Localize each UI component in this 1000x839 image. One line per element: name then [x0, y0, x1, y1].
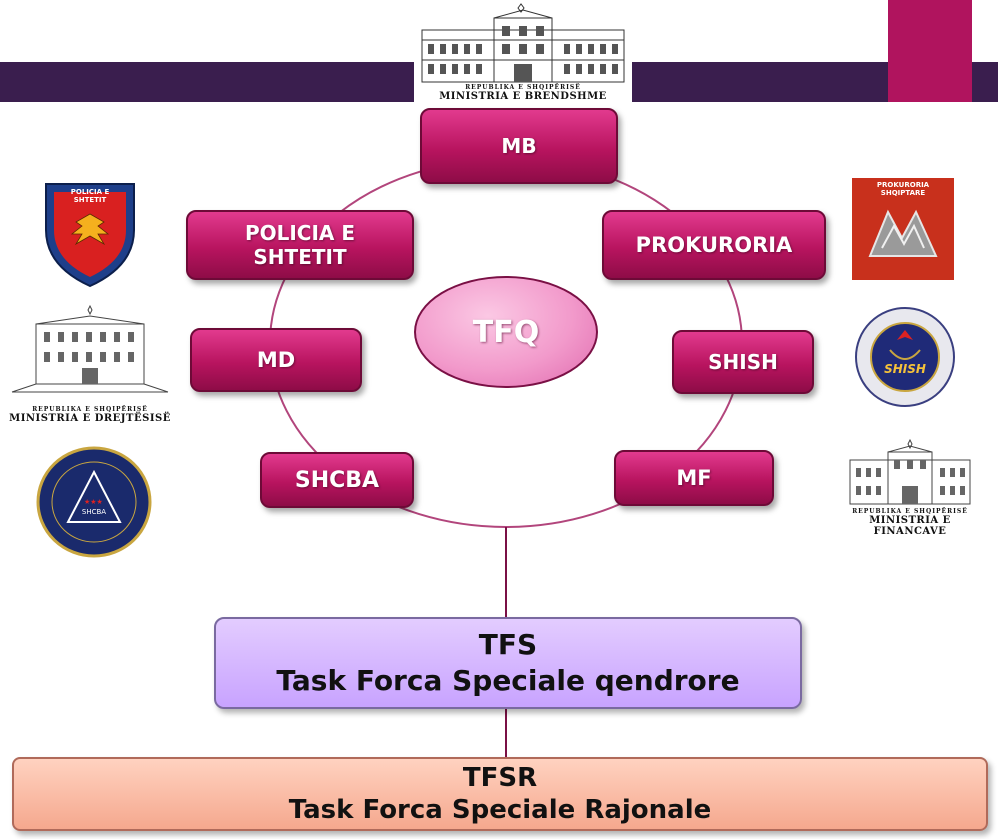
shcba-seal: ★★★ SHCBA	[36, 446, 152, 558]
shish-seal: SHISH	[854, 306, 956, 408]
svg-text:★★★: ★★★	[84, 498, 103, 506]
drejtesise-subcaption: REPUBLIKA E SHQIPËRISË	[32, 406, 148, 413]
header-accent-block	[888, 0, 972, 102]
node-md-label: MD	[256, 348, 296, 372]
shcba-seal-icon: ★★★	[36, 446, 152, 558]
tfs-title: TFS	[478, 628, 538, 661]
node-policia-line2: SHTETIT	[253, 245, 347, 269]
header-logo-subcaption: REPUBLIKA E SHQIPËRISË	[465, 84, 581, 91]
node-mb: MB	[420, 108, 618, 184]
node-shish: SHISH	[672, 330, 814, 394]
node-mb-label: MB	[501, 134, 537, 158]
node-prokuroria-label: PROKURORIA	[635, 233, 793, 257]
prokuroria-emblem-icon	[852, 178, 954, 280]
header-bar-left	[0, 62, 414, 102]
node-mf: MF	[614, 450, 774, 506]
tfq-center-node: TFQ	[414, 276, 598, 388]
ministria-financave-logo: REPUBLIKA E SHQIPËRISË MINISTRIA E FINAN…	[836, 436, 984, 537]
financave-caption: MINISTRIA E FINANCAVE	[869, 515, 951, 537]
financave-building-icon	[849, 438, 971, 505]
tfs-subtitle: Task Forca Speciale qendrore	[276, 664, 740, 697]
prokuroria-logo-text: PROKURORIA SHQIPTARE	[876, 181, 930, 197]
police-badge-text: POLICIA E SHTETIT	[70, 188, 110, 204]
node-policia-shtetit: POLICIA E SHTETIT	[186, 210, 414, 280]
tfsr-box: TFSR Task Forca Speciale Rajonale	[12, 757, 988, 831]
building-icon	[421, 3, 625, 83]
shish-seal-text: SHISH	[884, 362, 926, 376]
drejtesise-caption: MINISTRIA E DREJTËSISË	[9, 413, 171, 424]
node-mf-label: MF	[676, 466, 712, 490]
drejtesise-building-icon	[11, 304, 169, 393]
police-shield-icon	[45, 183, 135, 288]
tfs-box: TFS Task Forca Speciale qendrore	[214, 617, 802, 709]
shish-seal-icon	[855, 307, 955, 407]
policia-shtetit-badge: POLICIA E SHTETIT	[42, 178, 138, 290]
shcba-seal-text: SHCBA	[81, 508, 107, 516]
node-prokuroria: PROKURORIA	[602, 210, 826, 280]
tfq-label: TFQ	[472, 314, 540, 350]
tfsr-subtitle: Task Forca Speciale Rajonale	[288, 795, 712, 825]
header-logo-caption: MINISTRIA E BRENDSHME	[439, 91, 607, 102]
node-shish-label: SHISH	[708, 350, 778, 374]
node-policia-line1: POLICIA E	[244, 221, 356, 245]
node-md: MD	[190, 328, 362, 392]
financave-subcaption: REPUBLIKA E SHQIPËRISË	[852, 508, 968, 515]
prokuroria-logo: PROKURORIA SHQIPTARE	[852, 178, 954, 280]
ministria-drejtesise-logo: REPUBLIKA E SHQIPËRISË MINISTRIA E DREJT…	[6, 300, 174, 432]
node-shcba-label: SHCBA	[294, 467, 380, 493]
ministria-brendshme-logo: REPUBLIKA E SHQIPËRISË MINISTRIA E BREND…	[414, 0, 632, 104]
node-shcba: SHCBA	[260, 452, 414, 508]
tfsr-title: TFSR	[462, 763, 538, 793]
